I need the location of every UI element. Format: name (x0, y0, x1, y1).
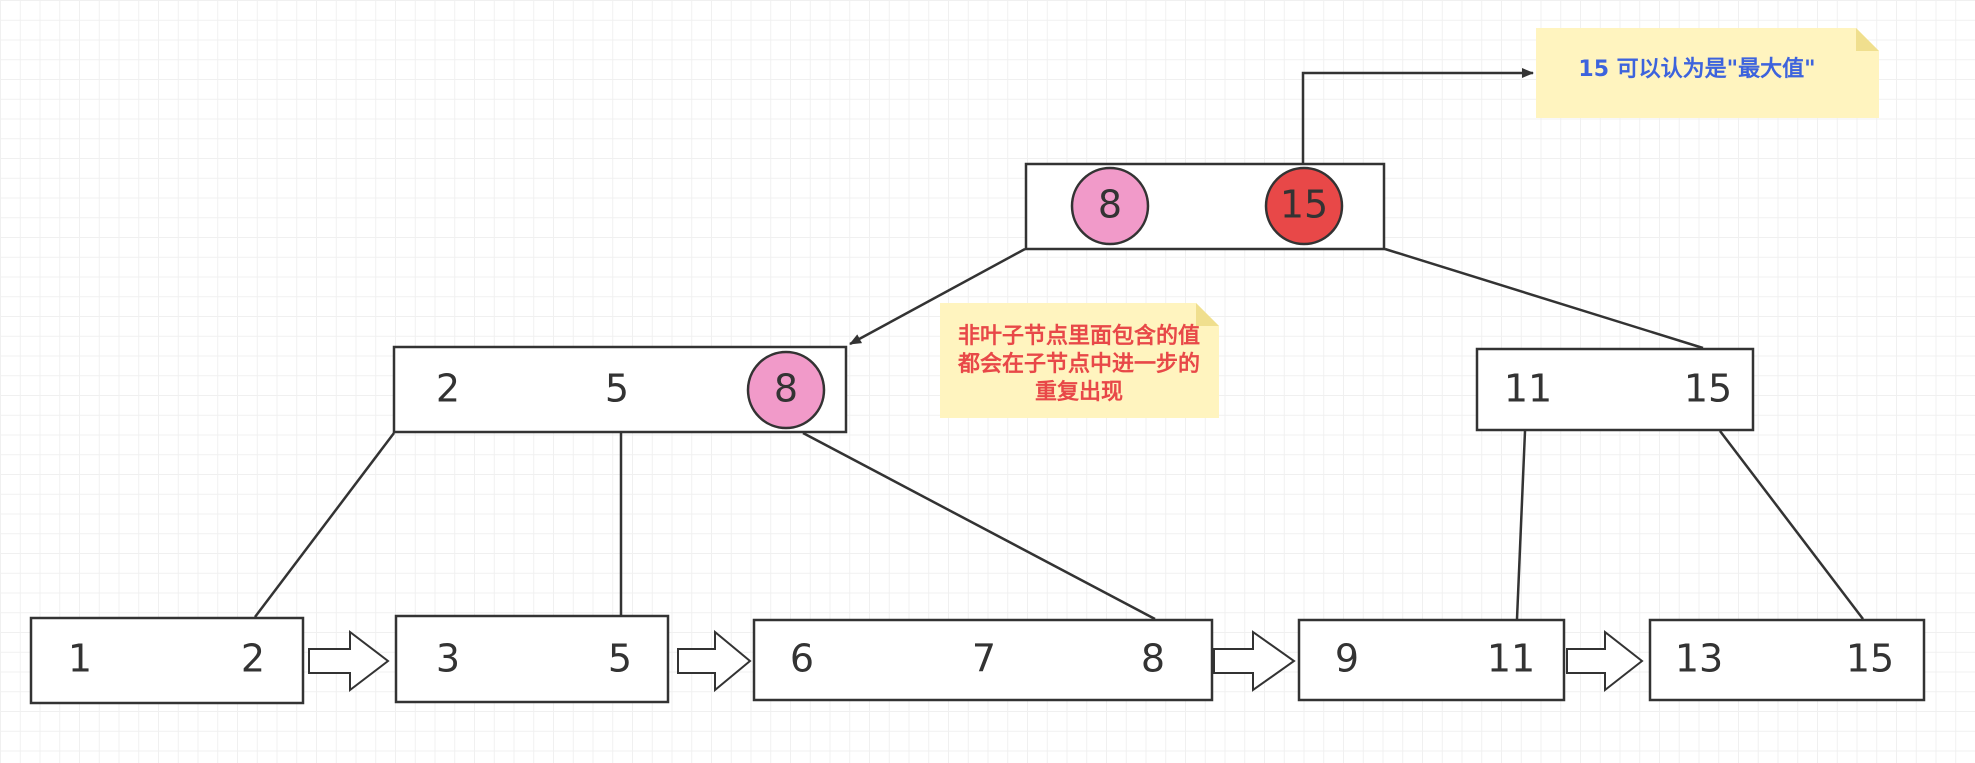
edge-right-to-leaf4 (1515, 430, 1527, 620)
leaf-link-arrow-icon-3 (1213, 630, 1296, 692)
internal-left-key-2: 5 (605, 367, 629, 411)
edge-to-max-note (1301, 68, 1534, 168)
note-max-value-fold (1856, 28, 1879, 51)
edge-right-to-leaf5 (1719, 430, 1864, 620)
internal-node-right: 11 15 (1475, 347, 1755, 432)
leaf-link-arrow-icon-1 (308, 629, 390, 693)
leaf-1-key-2: 2 (241, 637, 265, 681)
internal-right-key-2: 15 (1684, 367, 1732, 411)
leaf-link-arrow-icon-2 (677, 629, 752, 693)
leaf-node-3-box (752, 618, 1214, 702)
leaf-1-key-1: 1 (68, 637, 92, 681)
leaf-5-key-2: 15 (1846, 637, 1894, 681)
leaf-3-key-3: 8 (1141, 637, 1165, 681)
leaf-link-arrows (308, 629, 1644, 693)
root-key-1: 8 (1098, 183, 1122, 227)
leaf-node-4: 9 11 (1297, 618, 1566, 702)
note-max-value-paper (1536, 28, 1879, 118)
tree-edges (254, 68, 1864, 621)
leaf-node-5: 13 15 (1648, 618, 1926, 702)
note-repeat-values-fold (1196, 303, 1219, 326)
leaf-node-2: 3 5 (394, 614, 670, 704)
leaf-3-key-2: 7 (972, 637, 996, 681)
note-repeat-values: 非叶子节点里面包含的值 都会在子节点中进一步的 重复出现 (940, 303, 1219, 418)
edge-root-to-right (1384, 247, 1704, 350)
internal-node-left: 2 5 8 (392, 345, 848, 434)
internal-node-right-box (1475, 347, 1755, 432)
root-key-1-highlight (1070, 166, 1150, 246)
note-repeat-line-3: 重复出现 (1035, 379, 1123, 405)
internal-left-key-3: 8 (774, 367, 798, 411)
leaf-node-3: 6 7 8 (752, 618, 1214, 702)
internal-right-key-1: 11 (1504, 367, 1552, 411)
leaf-2-key-2: 5 (608, 637, 632, 681)
note-max-value-text: 15 可以认为是"最大值" (1578, 56, 1815, 82)
leaf-4-key-1: 9 (1335, 637, 1359, 681)
edge-left-to-leaf3 (802, 431, 1156, 621)
note-repeat-line-2: 都会在子节点中进一步的 (957, 351, 1200, 377)
root-key-2: 15 (1280, 183, 1328, 227)
note-repeat-values-paper (940, 303, 1219, 418)
leaf-3-key-1: 6 (790, 637, 814, 681)
leaf-2-key-1: 3 (436, 637, 460, 681)
internal-left-key-3-highlight (746, 350, 826, 430)
note-max-value: 15 可以认为是"最大值" (1536, 28, 1879, 118)
root-node: 8 15 (1024, 162, 1386, 251)
leaf-link-arrow-icon-4 (1566, 629, 1644, 693)
root-key-2-highlight (1264, 166, 1344, 246)
edge-left-to-leaf1 (254, 432, 395, 618)
note-repeat-line-1: 非叶子节点里面包含的值 (958, 323, 1200, 349)
leaf-node-1-box (29, 616, 305, 705)
leaf-node-5-box (1648, 618, 1926, 702)
leaf-node-2-box (394, 614, 670, 704)
leaf-5-key-1: 13 (1675, 637, 1723, 681)
internal-left-key-1: 2 (436, 367, 460, 411)
leaf-node-4-box (1297, 618, 1566, 702)
edge-root-to-left (849, 247, 1026, 346)
leaf-node-1: 1 2 (29, 616, 305, 705)
leaf-4-key-2: 11 (1487, 637, 1535, 681)
